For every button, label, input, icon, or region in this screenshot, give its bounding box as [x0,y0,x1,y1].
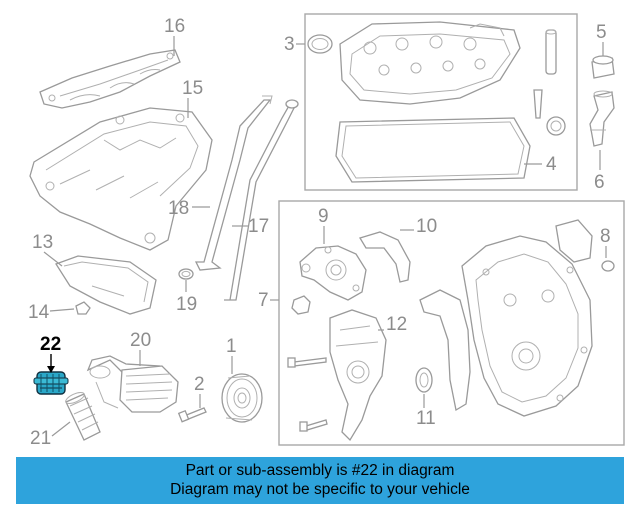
leader-13 [43,251,63,267]
callout-1: 1 [226,336,237,357]
callout-18: 18 [168,198,189,219]
front-cover-gasket [419,289,471,412]
part-9-housing [299,245,367,301]
part-19-o-ring [178,268,194,280]
leader-22-arrow [47,366,55,373]
valve-cover-small-parts [533,29,566,136]
part-3-valve-cover [307,21,521,105]
callout-21: 21 [30,428,51,449]
callout-22: 22 [40,334,61,355]
callout-15: 15 [182,78,203,99]
part-15-upper-oil-pan [29,107,213,251]
callout-5: 5 [596,22,607,43]
timing-cover [461,235,593,417]
callout-13: 13 [32,232,53,253]
callout-3: 3 [284,34,295,55]
callout-11: 11 [416,408,436,429]
part-16-oil-pan-baffle [39,49,181,109]
part-11-seal [415,367,433,393]
part-13-oil-pan [55,255,157,315]
part-12-housing [329,309,387,442]
callout-12: 12 [386,314,407,335]
callout-20: 20 [130,330,151,351]
callout-9: 9 [318,206,329,227]
part-22-oil-filter-cap [33,371,69,395]
part-21-oil-filter [65,392,101,441]
part-1-crankshaft-damper [221,373,263,423]
part-10-gasket [359,231,411,283]
callout-17: 17 [248,216,269,237]
small-bracket [291,295,311,315]
part-5-oil-fill-cap [591,55,615,79]
callout-8: 8 [600,226,611,247]
leader-14 [49,308,75,312]
bolts [287,357,328,432]
info-banner: Part or sub-assembly is #22 in diagram D… [16,457,624,504]
callout-10: 10 [416,216,437,237]
part-8-gasket [555,219,615,272]
callout-2: 2 [194,374,205,395]
leader-21 [51,421,71,437]
part-4-valve-cover-gasket [335,117,531,183]
callout-16: 16 [164,16,185,37]
banner-line-1: Part or sub-assembly is #22 in diagram [185,462,455,479]
part-2-bolt [177,407,207,423]
valve-cover-assembly-box [304,13,578,191]
callout-19: 19 [176,294,197,315]
callout-7: 7 [258,290,269,311]
callout-14: 14 [28,302,50,323]
part-18-dipstick-tube [194,95,273,271]
part-6-oil-fill-tube [589,90,615,147]
callout-4: 4 [546,154,557,175]
part-17-dipstick [224,99,299,301]
part-14-drain-plug [75,301,91,315]
banner-line-2: Diagram may not be specific to your vehi… [170,481,470,498]
callout-6: 6 [594,172,605,193]
part-20-oil-filter-housing [86,355,179,413]
front-cover-assembly-box [278,200,625,446]
parts-diagram: 16 15 13 14 22 21 [28,13,625,449]
